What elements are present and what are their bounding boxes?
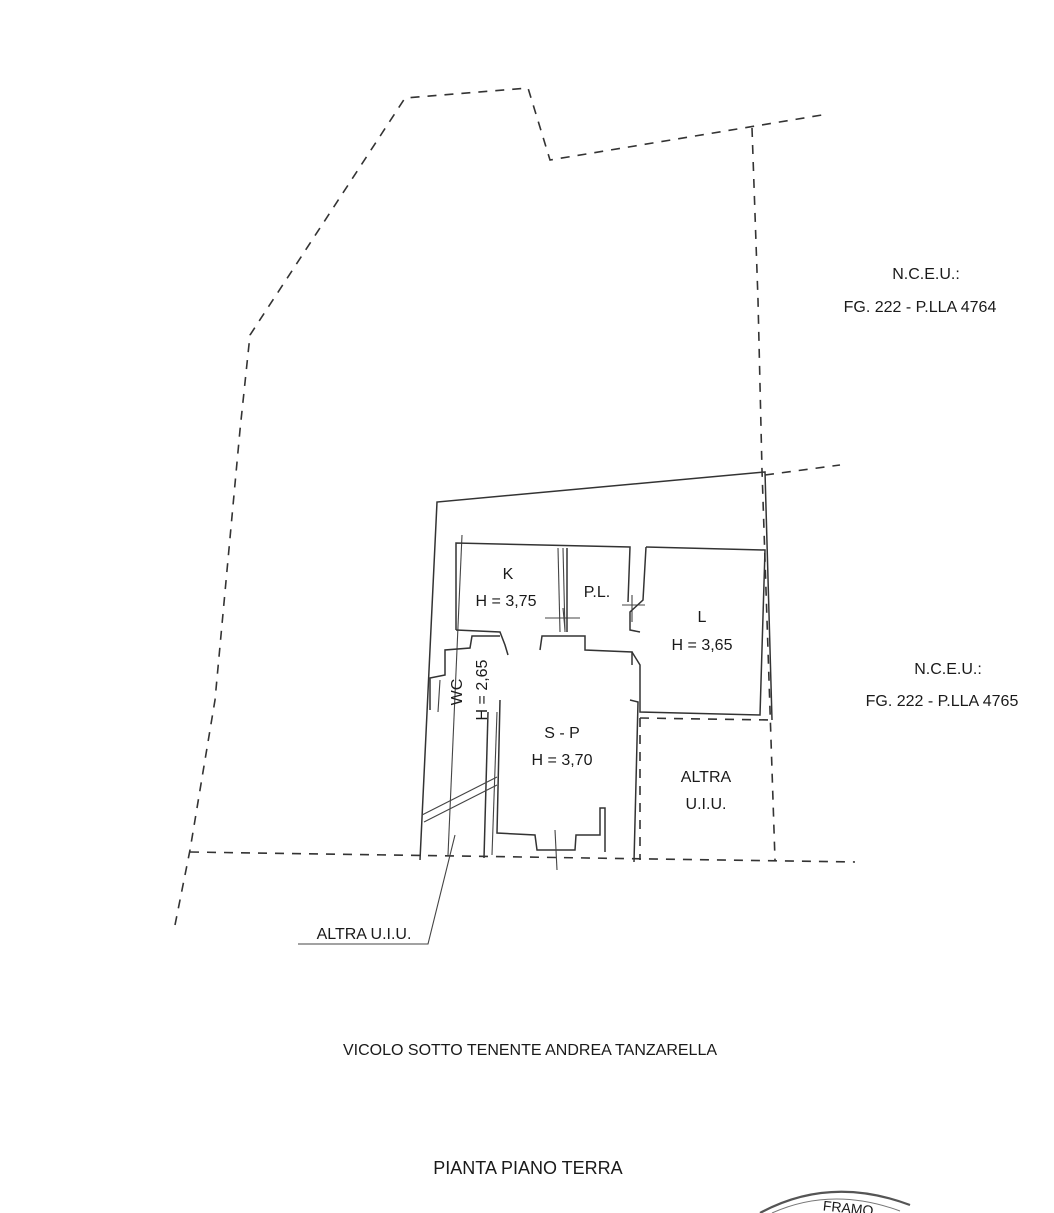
room-kitchen <box>455 542 631 656</box>
street-name: VICOLO SOTTO TENENTE ANDREA TANZARELLA <box>343 1042 717 1059</box>
room-wc <box>429 635 500 859</box>
room-wc-label: WC <box>449 679 466 706</box>
room-living-label: L <box>698 609 707 626</box>
room-kitchen-label: K <box>503 566 514 583</box>
official-stamp: FRAMO <box>759 1190 911 1213</box>
room-living <box>629 546 766 716</box>
stamp-text: FRAMO <box>822 1197 874 1213</box>
room-wc-height: H = 2,65 <box>474 659 491 720</box>
other-unit-bottom-label: ALTRA U.I.U. <box>317 926 412 943</box>
room-living-height: H = 3,65 <box>672 637 733 654</box>
other-unit-right-line1: ALTRA <box>681 769 732 786</box>
room-sp-height: H = 3,70 <box>532 752 593 769</box>
neighbor-north-line1: N.C.E.U.: <box>892 266 960 283</box>
other-unit-right-line2: U.I.U. <box>686 796 727 813</box>
room-sp <box>496 699 639 871</box>
room-kitchen-height: H = 3,75 <box>476 593 537 610</box>
plan-title: PIANTA PIANO TERRA <box>433 1158 622 1178</box>
room-sp-label: S - P <box>544 725 580 742</box>
neighbor-east-line2: FG. 222 - P.LLA 4765 <box>866 693 1019 710</box>
neighbor-north-line2: FG. 222 - P.LLA 4764 <box>844 299 997 316</box>
building-outline <box>419 471 773 861</box>
parcel-boundary <box>174 87 856 926</box>
room-pantry-label: P.L. <box>584 584 610 601</box>
passage-diagonal <box>421 776 498 823</box>
other-unit-right-area <box>639 717 773 860</box>
room-pantry <box>539 548 645 665</box>
neighbor-east-line1: N.C.E.U.: <box>914 661 982 678</box>
other-unit-leader <box>298 834 456 945</box>
